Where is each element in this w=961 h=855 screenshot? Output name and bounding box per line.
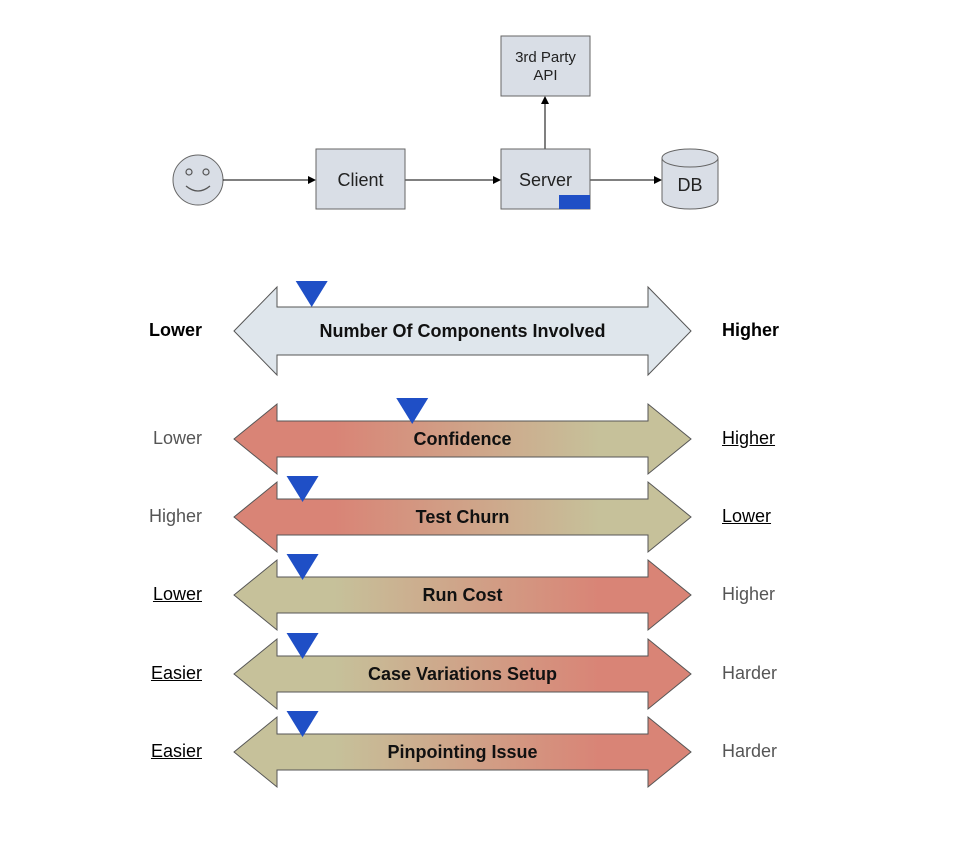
position-marker-run-cost bbox=[286, 554, 319, 580]
scale-right-label-pinpointing-issue: Harder bbox=[722, 741, 778, 761]
position-marker-confidence bbox=[396, 398, 429, 424]
scale-left-label-confidence: Lower bbox=[152, 428, 202, 448]
position-marker-test-churn bbox=[286, 476, 319, 502]
api-box: 3rd Party API bbox=[500, 35, 591, 97]
scale-title-number-of-components-involved: Number Of Components Involved bbox=[319, 321, 605, 341]
user-smiley-icon bbox=[172, 154, 224, 206]
scale-left-label-pinpointing-issue: Easier bbox=[150, 741, 202, 761]
scale-left-label-case-variations-setup: Easier bbox=[150, 663, 202, 683]
scale-title-run-cost: Run Cost bbox=[423, 585, 503, 605]
scale-right-label-run-cost: Higher bbox=[722, 584, 776, 604]
position-marker-pinpointing-issue bbox=[286, 711, 319, 737]
position-marker-case-variations-setup bbox=[286, 633, 319, 659]
scale-arrow-case-variations-setup bbox=[233, 637, 692, 711]
position-marker-number-of-components-involved bbox=[295, 281, 328, 307]
scale-title-test-churn: Test Churn bbox=[416, 507, 510, 527]
scale-title-case-variations-setup: Case Variations Setup bbox=[368, 664, 557, 684]
server-box: Server bbox=[500, 148, 591, 210]
scale-right-label-case-variations-setup: Harder bbox=[722, 663, 778, 683]
scale-arrow-number-of-components-involved bbox=[233, 285, 692, 377]
scale-arrow-run-cost bbox=[233, 558, 692, 632]
api-label-line2: API bbox=[533, 67, 557, 84]
scale-arrow-pinpointing-issue bbox=[233, 715, 692, 789]
server-label: Server bbox=[519, 170, 572, 190]
scale-right-label-number-of-components-involved: Higher bbox=[722, 320, 780, 340]
scale-left-label-number-of-components-involved: Lower bbox=[148, 320, 202, 340]
scale-arrow-confidence bbox=[233, 402, 692, 476]
scale-left-label-run-cost: Lower bbox=[152, 584, 202, 604]
client-label: Client bbox=[337, 170, 383, 190]
scale-title-pinpointing-issue: Pinpointing Issue bbox=[387, 742, 537, 762]
client-box: Client bbox=[315, 148, 406, 210]
scale-arrow-test-churn bbox=[233, 480, 692, 554]
db-cylinder: DB bbox=[661, 148, 719, 210]
scale-right-label-confidence: Higher bbox=[722, 428, 776, 448]
server-marker-square bbox=[559, 195, 590, 209]
db-label: DB bbox=[677, 175, 702, 195]
api-label-line1: 3rd Party bbox=[515, 49, 576, 66]
scale-left-label-test-churn: Higher bbox=[148, 506, 202, 526]
scales-group: Number Of Components InvolvedConfidenceT… bbox=[233, 281, 692, 789]
scale-right-label-test-churn: Lower bbox=[722, 506, 772, 526]
scale-title-confidence: Confidence bbox=[413, 429, 511, 449]
